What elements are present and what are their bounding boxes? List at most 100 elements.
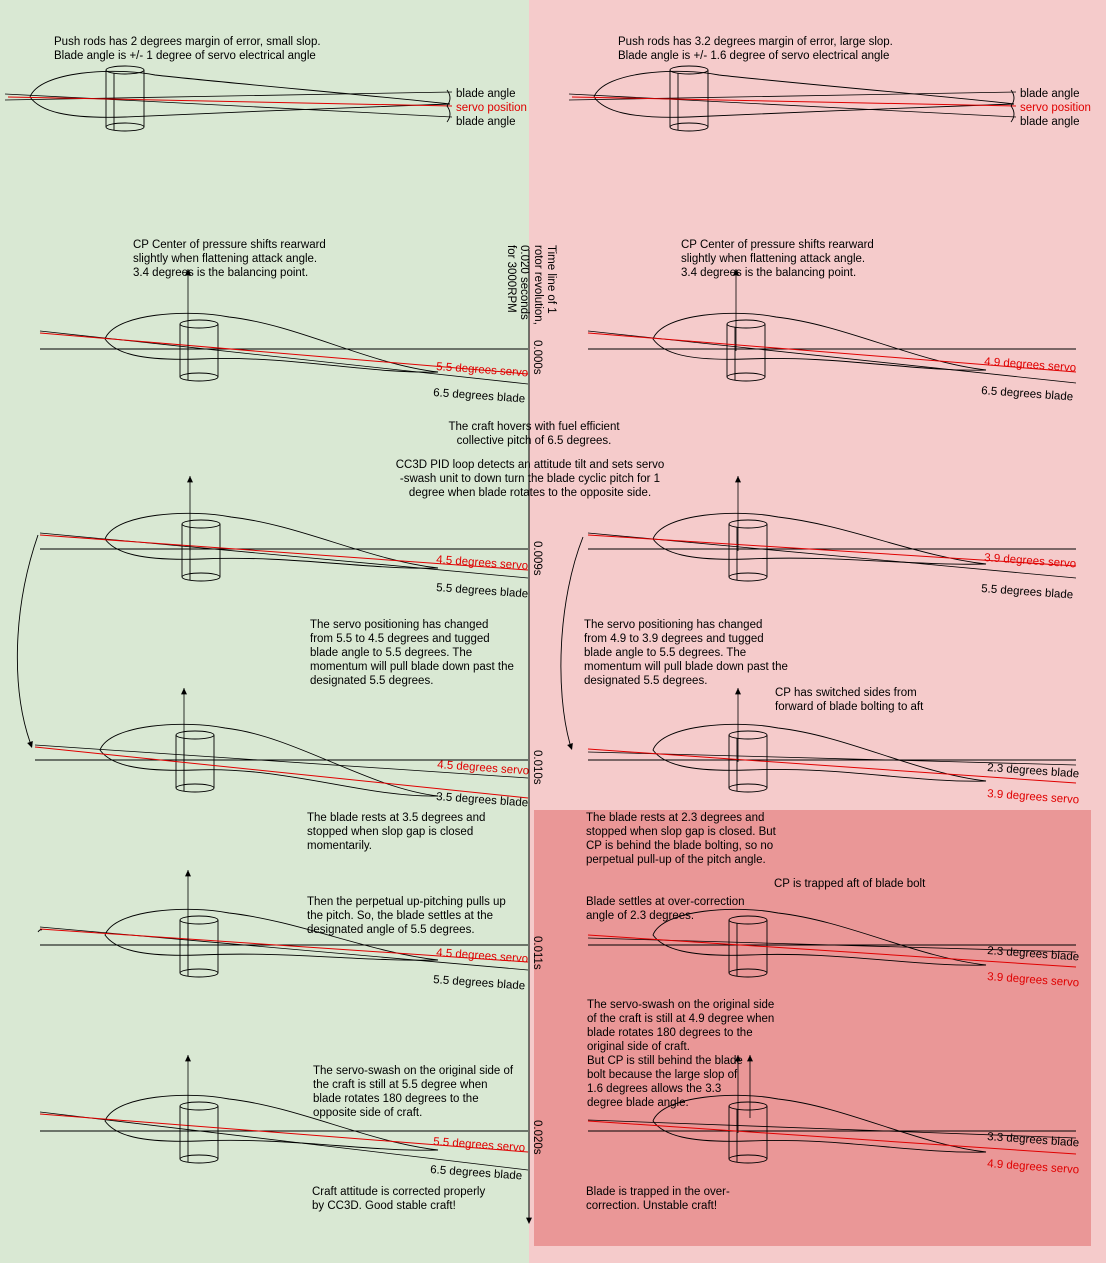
left-conclusion-line-2: by CC3D. Good stable craft! [312,1200,456,1212]
blade-bolt-cylinder [728,519,768,582]
airfoil-outline [652,908,987,966]
left-rest-note-line-2: stopped when slop gap is closed [307,826,473,838]
swing-arrow-head [567,743,573,750]
timeline-time-marker: 0.010s [531,750,543,785]
servo-position-line [571,96,1017,107]
left-servo-change-note-line-2: from 5.5 to 4.5 degrees and tugged [310,633,490,645]
timeline-title-line-4: for 3000RPM [505,245,517,313]
servo-angle-line [587,748,1077,784]
servo-position-line [7,96,453,107]
slop-bracket [446,89,451,123]
airfoil-outline [652,723,987,782]
slop-bracket [1010,89,1015,123]
timeline-title-line-2: rotor revolution, [532,245,544,325]
legend-blade-angle-bottom: blade angle [1020,116,1079,128]
cp-lift-arrow-head [747,1055,753,1062]
right-intro-line-2: Blade angle is +/- 1.6 degree of servo e… [618,50,889,62]
left-hover-note-line-2: collective pitch of 6.5 degrees. [457,435,612,447]
servo-angle-line [587,332,1077,373]
airfoil-outline [104,1094,439,1151]
left-swash-note-line-2: the craft is still at 5.5 degree when [313,1079,488,1091]
airfoil-outline [652,1094,987,1153]
left-intro-line-1: Push rods has 2 degrees margin of error,… [54,36,321,48]
left-uppitch-note-line-1: Then the perpetual up-pitching pulls up [307,896,506,908]
airfoil-outline [652,312,987,371]
right-swash-note-line-8: degree blade angle. [587,1097,689,1109]
blade-chord-line [587,1119,1077,1139]
right-swash-note-line-6: bolt because the large slop of [587,1069,738,1081]
left-cp-note-line-1: CP Center of pressure shifts rearward [133,239,326,251]
legend-servo-position: servo position [1020,102,1091,114]
swing-arrow [16,534,39,743]
left-cp-note-line-2: slightly when flattening attack angle. [133,253,317,265]
legend-blade-angle-bottom: blade angle [456,116,515,128]
timeline-time-marker: 0.000s [531,340,543,375]
blade-bolt-cylinder [726,319,766,382]
right-conclusion-line-1: Blade is trapped in the over- [586,1186,730,1198]
servo-angle-line [39,534,529,571]
right-swash-note-line-2: of the craft is still at 4.9 degree when [587,1013,774,1025]
left-servo-change-note-line-5: designated 5.5 degrees. [310,675,433,687]
cp-lift-arrow-head [735,476,741,483]
left-uppitch-note-line-3: designated angle of 5.5 degrees. [307,924,475,936]
right-swash-note-line-4: original side of craft. [587,1041,690,1053]
unstable-region-highlight [534,810,1091,1246]
left-swash-note-line-1: The servo-swash on the original side of [313,1065,514,1077]
right-intro-line-1: Push rods has 3.2 degrees margin of erro… [618,36,893,48]
left-pid-note-line-3: degree when blade rotates to the opposit… [409,487,651,499]
airfoil-outline [104,312,439,373]
cp-lift-arrow-head [733,269,739,276]
right-settle-note-line-1: Blade settles at over-correction [586,896,745,908]
blade-chord-line [34,744,529,779]
airfoil-outline [104,908,439,961]
left-rest-note-line-3: momentarily. [307,840,372,852]
left-swash-note-line-4: opposite side of craft. [313,1107,422,1119]
blade-angle-line [568,93,1017,118]
timeline-title-line-1: Time line of 1 [545,245,557,314]
timeline-time-marker: 0.009s [531,541,543,576]
servo-angle-line [587,1120,1077,1155]
left-conclusion-line-1: Craft attitude is corrected properly [312,1186,485,1198]
right-rest-note-line-1: The blade rests at 2.3 degrees and [586,812,764,824]
right-swash-note-line-7: 1.6 degrees allows the 3.3 [587,1083,721,1095]
right-cp-trapped-note: CP is trapped aft of blade bolt [774,878,926,890]
legend-blade-angle-top: blade angle [456,88,515,100]
timeline-time-marker: 0.011s [531,936,543,970]
left-servo-change-note-line-1: The servo positioning has changed [310,619,488,631]
left-cp-note-line-3: 3.4 degrees is the balancing point. [133,267,308,279]
airfoil-outline [99,723,439,797]
right-cp-switch-note-line-1: CP has switched sides from [775,687,917,699]
servo-angle-line [39,1113,529,1153]
small-slop-panel [0,0,529,1263]
cp-lift-arrow-head [735,688,741,695]
left-pid-note-line-1: CC3D PID loop detects an attitude tilt a… [396,459,664,471]
cp-lift-arrow-head [735,1055,741,1062]
swing-arrow [560,536,584,745]
blade-bolt-cylinder [181,519,221,582]
right-swash-note-line-5: But CP is still behind the blade [587,1055,743,1067]
left-servo-change-note-line-4: momentum will pull blade down past the [310,661,514,673]
timeline-arrow-head [526,1217,532,1224]
right-cp-note-line-1: CP Center of pressure shifts rearward [681,239,874,251]
airfoil-outline [652,512,987,565]
timeline-title-line-3: 0.020 seconds [518,245,530,320]
right-swash-note-line-1: The servo-swash on the original side [587,999,774,1011]
swing-arrow-head [27,741,33,748]
left-intro-line-2: Blade angle is +/- 1 degree of servo ele… [54,50,316,62]
servo-angle-line [587,934,1077,968]
left-swash-note-line-3: blade rotates 180 degrees to the [313,1093,479,1105]
servo-angle-line [34,746,529,799]
left-pid-note-line-2: -swash unit to down turn the blade cycli… [400,473,660,485]
servo-angle-line [587,534,1077,567]
right-cp-note-line-3: 3.4 degrees is the balancing point. [681,267,856,279]
right-rest-note-line-2: stopped when slop gap is closed. But [586,826,777,838]
blade-bolt-cylinder [728,730,768,793]
left-uppitch-note-line-2: the pitch. So, the blade settles at the [307,910,493,922]
right-servo-change-note-line-4: momentum will pull blade down past the [584,661,788,673]
right-rest-note-line-3: CP is behind the blade bolting, so no [586,840,773,852]
airfoil-outline [593,70,1015,118]
blade-bolt-cylinder [728,1101,768,1164]
cp-lift-arrow-head [185,870,191,877]
legend-blade-angle-top: blade angle [1020,88,1079,100]
